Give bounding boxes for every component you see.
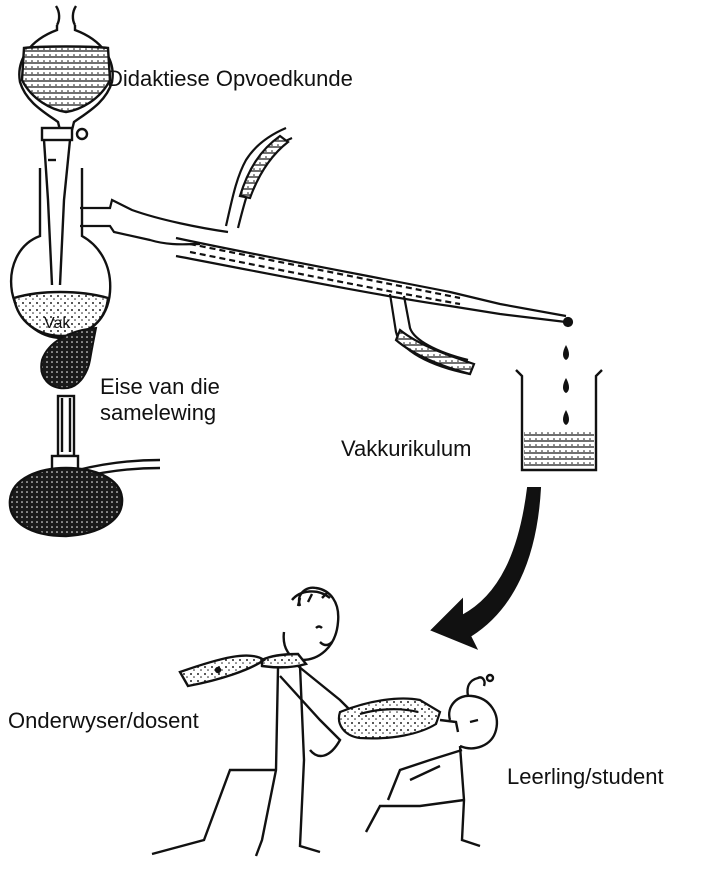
label-vakkurikulum: Vakkurikulum xyxy=(341,436,471,462)
curved-arrow xyxy=(432,488,540,648)
bottle xyxy=(339,699,440,739)
label-didaktiese-opvoedkunde: Didaktiese Opvoedkunde xyxy=(107,66,353,92)
label-onderwyser-dosent: Onderwyser/dosent xyxy=(8,708,199,734)
label-eise-line2: samelewing xyxy=(100,400,220,426)
condenser xyxy=(80,128,572,374)
drops xyxy=(563,345,569,425)
beaker xyxy=(516,370,602,470)
label-leerling-student: Leerling/student xyxy=(507,764,664,790)
separatory-funnel xyxy=(19,6,112,285)
label-eise-van-die-samelewing: Eise van die samelewing xyxy=(100,374,220,426)
flask-content-label: Vak xyxy=(44,315,71,332)
label-eise-line1: Eise van die xyxy=(100,374,220,400)
